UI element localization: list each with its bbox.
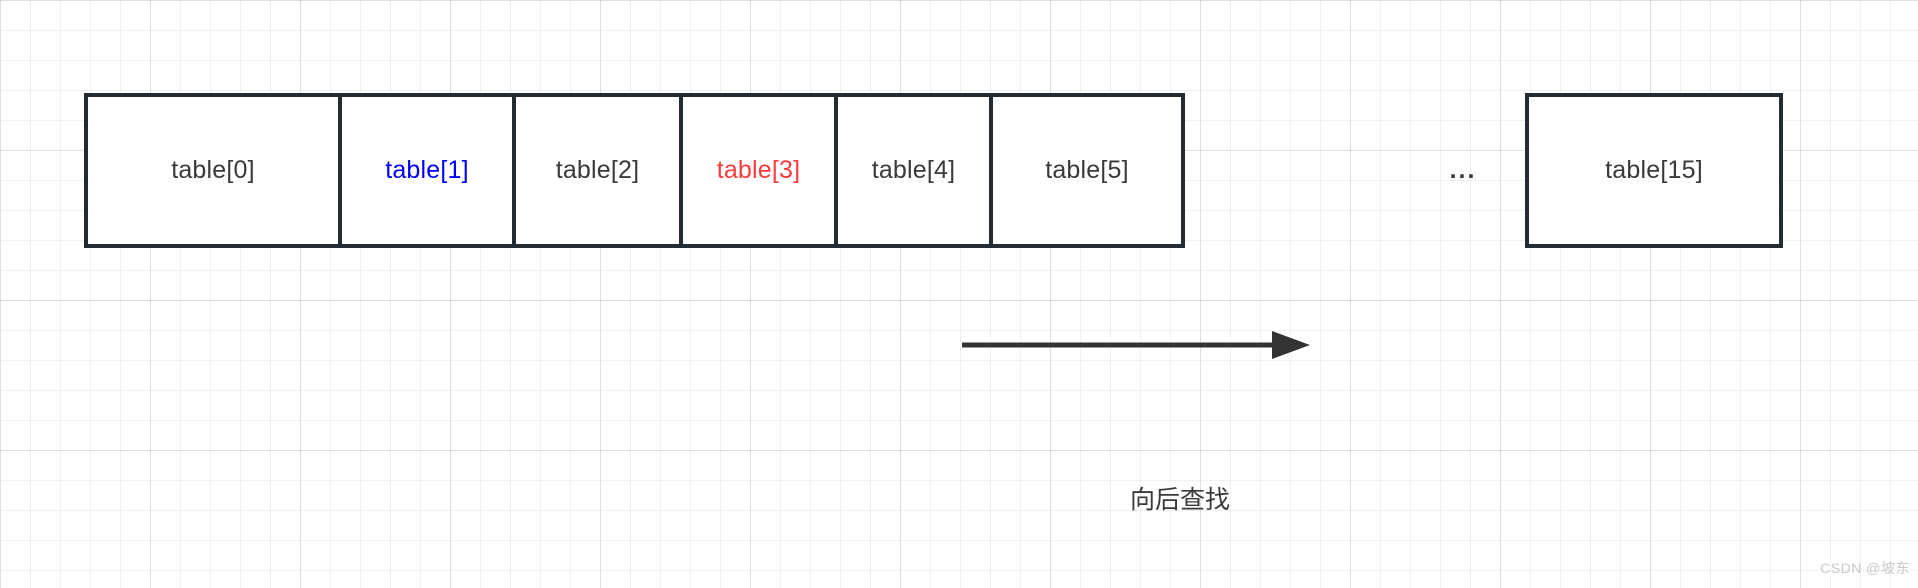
table-slot-4-label: table[4]	[871, 156, 956, 184]
rightward-arrow-icon	[962, 331, 1310, 359]
table-slot-4[interactable]: table[4]	[838, 97, 993, 244]
table-slot-15[interactable]: table[15]	[1525, 93, 1783, 248]
table-slot-0[interactable]: table[0]	[88, 97, 342, 244]
table-slot-5[interactable]: table[5]	[993, 97, 1181, 244]
csdn-watermark: CSDN @坡东	[1820, 560, 1910, 576]
table-slot-2-label: table[2]	[555, 156, 640, 184]
table-slot-5-label: table[5]	[1045, 156, 1129, 184]
ellipsis-separator: ...	[1449, 156, 1477, 184]
table-slot-1[interactable]: table[1]	[342, 97, 516, 244]
table-slot-15-label: table[15]	[1605, 156, 1703, 184]
table-slot-row: table[0] table[1] table[2] table[3] tabl…	[84, 93, 1185, 248]
table-slot-2[interactable]: table[2]	[516, 97, 683, 244]
table-slot-1-label: table[1]	[385, 156, 469, 184]
table-slot-3[interactable]: table[3]	[683, 97, 838, 244]
table-slot-0-label: table[0]	[171, 156, 255, 184]
direction-caption: 向后查找	[1130, 486, 1231, 514]
table-slot-3-label: table[3]	[716, 156, 801, 184]
